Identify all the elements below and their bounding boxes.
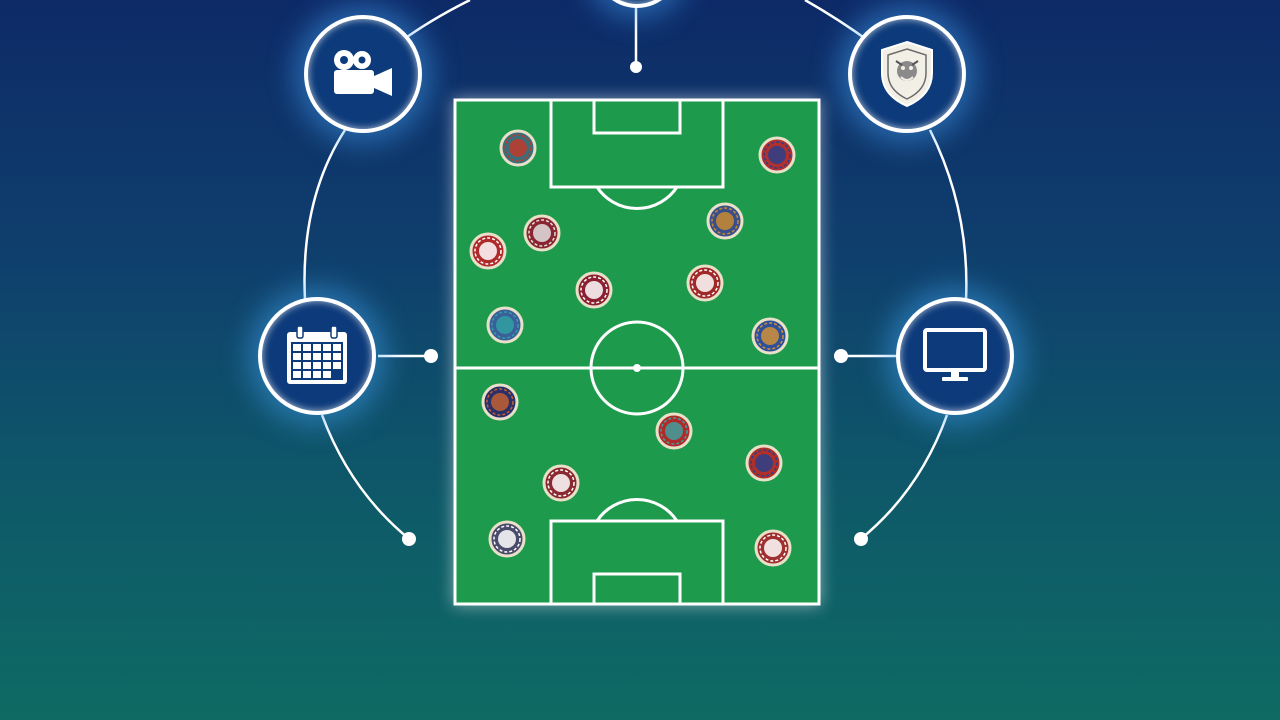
- team-badge[interactable]: [486, 306, 524, 344]
- arc-right-upper: [928, 129, 968, 301]
- team-badge[interactable]: [745, 444, 783, 482]
- team-badge[interactable]: [686, 264, 724, 302]
- club-crest-node[interactable]: [848, 15, 966, 133]
- team-badge[interactable]: [758, 136, 796, 174]
- center-spot: [633, 364, 641, 372]
- top-connector-dot: [630, 61, 642, 73]
- calendar-icon: [287, 325, 347, 384]
- arc-left-upper: [303, 129, 347, 301]
- top-goal-box: [592, 98, 682, 135]
- right-lower-dot: [854, 532, 868, 546]
- bottom-goal-box: [592, 572, 682, 606]
- team-badge[interactable]: [488, 520, 526, 558]
- team-badge[interactable]: [523, 214, 561, 252]
- team-badge[interactable]: [751, 317, 789, 355]
- right-side-dot: [834, 349, 848, 363]
- team-badge[interactable]: [481, 383, 519, 421]
- team-badge[interactable]: [575, 271, 613, 309]
- monitor-node[interactable]: [896, 297, 1014, 415]
- arc-top-left: [399, 0, 471, 44]
- shield-crest-icon: [881, 40, 933, 108]
- left-side-dot: [424, 349, 438, 363]
- arc-right-lower: [861, 414, 949, 539]
- team-badge[interactable]: [469, 232, 507, 270]
- team-badge[interactable]: [655, 412, 693, 450]
- left-lower-dot: [402, 532, 416, 546]
- team-badges-layer: [469, 129, 796, 567]
- team-badge[interactable]: [499, 129, 537, 167]
- center-circle: [589, 320, 685, 416]
- top-penalty-arc: [595, 186, 679, 210]
- video-camera-node[interactable]: [304, 15, 422, 133]
- calendar-node[interactable]: [258, 297, 376, 415]
- video-camera-icon: [334, 50, 392, 96]
- football-pitch: [453, 98, 821, 606]
- team-badge[interactable]: [754, 529, 792, 567]
- monitor-icon: [923, 328, 987, 381]
- bottom-penalty-arc: [595, 498, 679, 522]
- team-badge[interactable]: [706, 202, 744, 240]
- arc-left-lower: [320, 414, 409, 539]
- arc-top-right: [804, 0, 871, 44]
- team-badge[interactable]: [542, 464, 580, 502]
